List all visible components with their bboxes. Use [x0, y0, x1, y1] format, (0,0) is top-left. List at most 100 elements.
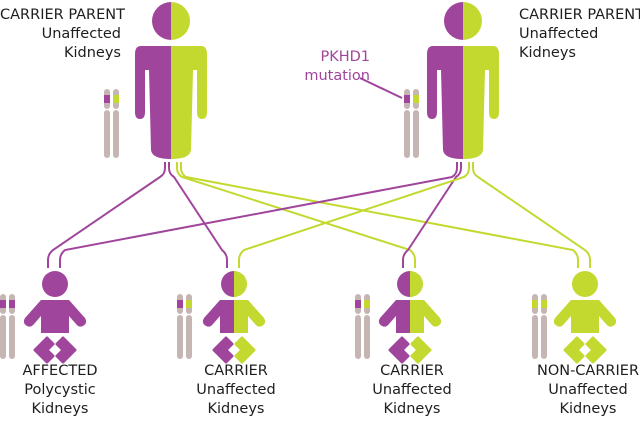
figures [0, 2, 617, 364]
torso-icon [234, 300, 266, 333]
head-icon [585, 271, 598, 297]
chromosome-long-arm [355, 315, 361, 359]
pkhd1-annotation: PKHD1 mutation [300, 48, 370, 86]
parent-right-title: CARRIER PARENT [519, 7, 640, 23]
torso-icon [585, 300, 617, 333]
chromosome-long-arm [186, 315, 192, 359]
annotation-label: mutation [304, 68, 370, 84]
body-icon [463, 46, 499, 159]
head-icon [55, 271, 68, 297]
child-affected-status: Polycystic [24, 382, 96, 398]
child-carrier-1-title: CARRIER [204, 363, 268, 379]
chromosome-2 [9, 294, 15, 359]
child-carrier-1-figure-icon-right-leg-icon [234, 336, 256, 364]
gene-band-normal [364, 300, 370, 308]
child-affected-figure-icon [23, 271, 87, 364]
child-carrier-1-status: Unaffected [196, 382, 276, 398]
body-icon [427, 46, 463, 159]
head-icon [410, 271, 423, 297]
chromosome-long-arm [0, 315, 6, 359]
child-non-carrier-figure-icon-right-half [585, 271, 617, 333]
gene-band-normal [186, 300, 192, 308]
body-icon [135, 46, 171, 159]
gene-band-normal [113, 95, 119, 103]
inheritance-line-mutant [168, 162, 228, 268]
child-non-carrier-title: NON-CARRIER [536, 363, 640, 379]
head-icon [152, 2, 171, 40]
annotation-gene: PKHD1 [320, 49, 370, 65]
head-icon [171, 2, 190, 40]
torso-icon [23, 300, 55, 333]
child-affected-figure-icon-right-leg-icon [55, 336, 77, 364]
child-affected-organ: Kidneys [31, 401, 89, 417]
chromosome-2 [364, 294, 370, 359]
child-carrier-2-label: CARRIER Unaffected Kidneys [366, 362, 458, 419]
chromosome-long-arm [364, 315, 370, 359]
torso-icon [378, 300, 410, 333]
gene-band-normal [541, 300, 547, 308]
child-carrier-2-figure-icon-left-half [378, 271, 410, 333]
chromosome-long-arm [9, 315, 15, 359]
gene-band-mutant [404, 95, 410, 103]
chromosome-2 [413, 89, 419, 158]
child-non-carrier-chromosomes [532, 294, 547, 359]
child-carrier-2-organ: Kidneys [383, 401, 441, 417]
child-carrier-1-figure-icon-left-half [202, 271, 234, 333]
chromosome-long-arm [177, 315, 183, 359]
child-affected-figure-icon-left-leg-icon [33, 336, 55, 364]
child-carrier-1-label: CARRIER Unaffected Kidneys [190, 362, 282, 419]
child-affected-label: AFFECTED Polycystic Kidneys [14, 362, 106, 419]
inheritance-line-mutant [47, 162, 166, 268]
parent-left-chromosomes [104, 89, 119, 158]
annotation-pointer-line [359, 77, 403, 99]
chromosome-1 [355, 294, 361, 359]
chromosome-long-arm [404, 110, 410, 158]
child-non-carrier-figure-icon-left-half [553, 271, 585, 333]
parent-right-figure-icon-right-half [463, 2, 499, 159]
head-icon [397, 271, 410, 297]
child-non-carrier-organ: Kidneys [559, 401, 617, 417]
chromosome-long-arm [532, 315, 538, 359]
parent-right-organ: Kidneys [519, 45, 576, 61]
inheritance-line-mutant [402, 162, 462, 268]
head-icon [221, 271, 234, 297]
parent-left-organ: Kidneys [64, 45, 121, 61]
child-carrier-2-chromosomes [355, 294, 370, 359]
inheritance-line-normal [238, 162, 470, 268]
child-carrier-1-figure-icon [202, 271, 266, 364]
body-icon [171, 46, 207, 159]
parent-left-status: Unaffected [41, 26, 121, 42]
parent-left-figure-icon-right-half [171, 2, 207, 159]
child-carrier-1-organ: Kidneys [207, 401, 265, 417]
parent-right-figure-icon [427, 2, 499, 159]
parent-right-status: Unaffected [519, 26, 599, 42]
gene-band-mutant [9, 300, 15, 308]
child-carrier-1-figure-icon-left-leg-icon [212, 336, 234, 364]
child-carrier-1-figure-icon-right-half [234, 271, 266, 333]
torso-icon [202, 300, 234, 333]
child-non-carrier-label: NON-CARRIER Unaffected Kidneys [536, 362, 640, 419]
child-carrier-2-title: CARRIER [380, 363, 444, 379]
chromosome-1 [177, 294, 183, 359]
head-icon [234, 271, 247, 297]
child-non-carrier-figure-icon [553, 271, 617, 364]
inheritance-lines [47, 162, 591, 268]
gene-band-mutant [0, 300, 6, 308]
child-affected-title: AFFECTED [22, 363, 98, 379]
parent-right-label: CARRIER PARENT Unaffected Kidneys [519, 6, 640, 63]
torso-icon [55, 300, 87, 333]
head-icon [572, 271, 585, 297]
parent-left-figure-icon [135, 2, 207, 159]
chromosome-1 [404, 89, 410, 158]
chromosome-long-arm [113, 110, 119, 158]
torso-icon [553, 300, 585, 333]
gene-band-mutant [104, 95, 110, 103]
chromosome-1 [0, 294, 6, 359]
torso-icon [410, 300, 442, 333]
child-carrier-2-status: Unaffected [372, 382, 452, 398]
head-icon [463, 2, 482, 40]
inheritance-line-mutant [59, 162, 458, 268]
gene-band-normal [532, 300, 538, 308]
child-carrier-2-figure-icon-left-leg-icon [388, 336, 410, 364]
inheritance-line-normal [176, 162, 416, 268]
